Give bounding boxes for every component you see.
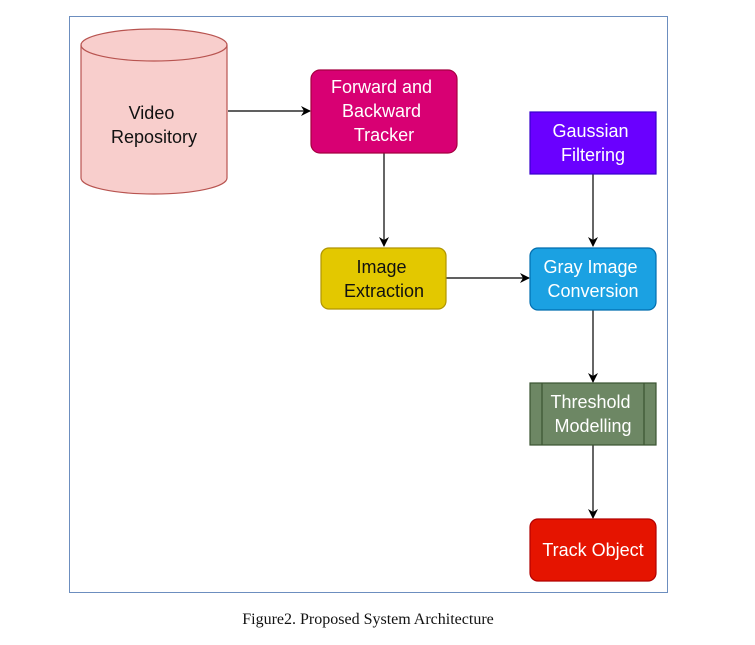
threshold-modelling-box <box>529 382 657 446</box>
node-forward-backward-tracker: Forward and Backward Tracker <box>310 69 458 154</box>
track-object-label: Track Object <box>542 540 643 560</box>
tracker-label-line-3: Tracker <box>354 125 414 145</box>
video-repository-label-line-2: Repository <box>111 127 197 147</box>
svg-text:Gray Image Conversion: Gray Image Conversion <box>543 257 642 301</box>
svg-text:Forward and Backward: Forward and Backward Tracker <box>331 77 437 145</box>
image-extraction-label-line-1: Image <box>356 257 406 277</box>
svg-text:Track Object: Track Object <box>542 540 643 560</box>
video-repository-label-line-1: Video <box>129 103 175 123</box>
gray-image-conversion-label-line-1: Gray Image <box>543 257 637 277</box>
node-image-extraction: Image Extraction <box>320 247 447 310</box>
image-extraction-box <box>320 247 447 310</box>
cylinder-rim <box>80 44 228 62</box>
gaussian-filtering-label-line-2: Filtering <box>561 145 625 165</box>
image-extraction-label-line-2: Extraction <box>344 281 424 301</box>
svg-text:Image Extraction: Image Extraction <box>344 257 424 301</box>
tracker-box <box>310 69 458 154</box>
svg-text:Video Repository: Video Repository <box>111 103 197 147</box>
node-gaussian-filtering: Gaussian Filtering <box>529 111 657 175</box>
gaussian-filtering-box <box>529 111 657 175</box>
figure-caption: Figure2. Proposed System Architecture <box>242 611 494 628</box>
track-object-box <box>529 518 657 582</box>
node-gray-image-conversion: Gray Image Conversion <box>529 247 657 311</box>
edges <box>228 106 598 519</box>
svg-text:Threshold Modelling: Threshold Modelling <box>550 392 635 436</box>
threshold-modelling-label-line-2: Modelling <box>554 416 631 436</box>
gray-image-conversion-box <box>529 247 657 311</box>
svg-text:Gaussian Filtering: Gaussian Filtering <box>552 121 633 165</box>
node-video-repository: Video Repository <box>80 28 228 195</box>
node-track-object: Track Object <box>529 518 657 582</box>
gray-image-conversion-label-line-2: Conversion <box>547 281 638 301</box>
threshold-modelling-label-line-1: Threshold <box>550 392 630 412</box>
node-threshold-modelling: Threshold Modelling <box>529 382 657 446</box>
gaussian-filtering-label-line-1: Gaussian <box>552 121 628 141</box>
cylinder-body <box>80 28 228 195</box>
tracker-label-line-1: Forward and <box>331 77 432 97</box>
tracker-label-line-2: Backward <box>342 101 421 121</box>
